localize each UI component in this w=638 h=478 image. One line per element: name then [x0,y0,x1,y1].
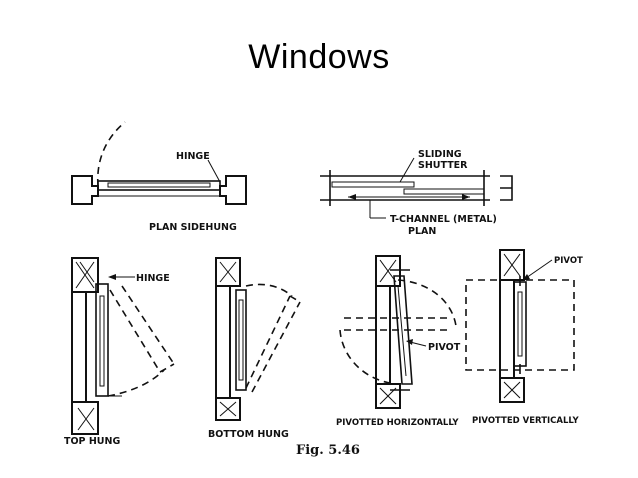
pivot-horizontal-label: PIVOT [428,342,461,353]
plan-label: PLAN [408,226,436,237]
t-channel-label: T-CHANNEL (METAL) [390,214,497,225]
plan-sidehung-label: PLAN SIDEHUNG [149,222,237,233]
figure-caption: Fig. 5.46 [296,443,360,458]
plan-sidehung-drawing [71,121,247,205]
bottom-hung-drawing [215,257,301,421]
pivotted-horizontally-label: PIVOTTED HORIZONTALLY [336,418,459,428]
shutter-label: SHUTTER [418,160,468,171]
sliding-shutter-drawing [320,157,513,219]
pivotted-horizontally-drawing [339,255,457,409]
pivotted-vertically-label: PIVOTTED VERTICALLY [472,416,579,426]
bottom-hung-label: BOTTOM HUNG [208,429,289,440]
top-hung-drawing [71,257,175,435]
pivot-vertical-label: PIVOT [554,256,583,266]
top-hung-label: TOP HUNG [64,436,120,447]
hinge-top-label: HINGE [136,273,170,284]
hinge-plan-label: HINGE [176,151,210,162]
sliding-label: SLIDING [418,149,462,160]
slide-title: Windows [248,38,390,76]
pivotted-vertically-drawing [465,249,575,403]
